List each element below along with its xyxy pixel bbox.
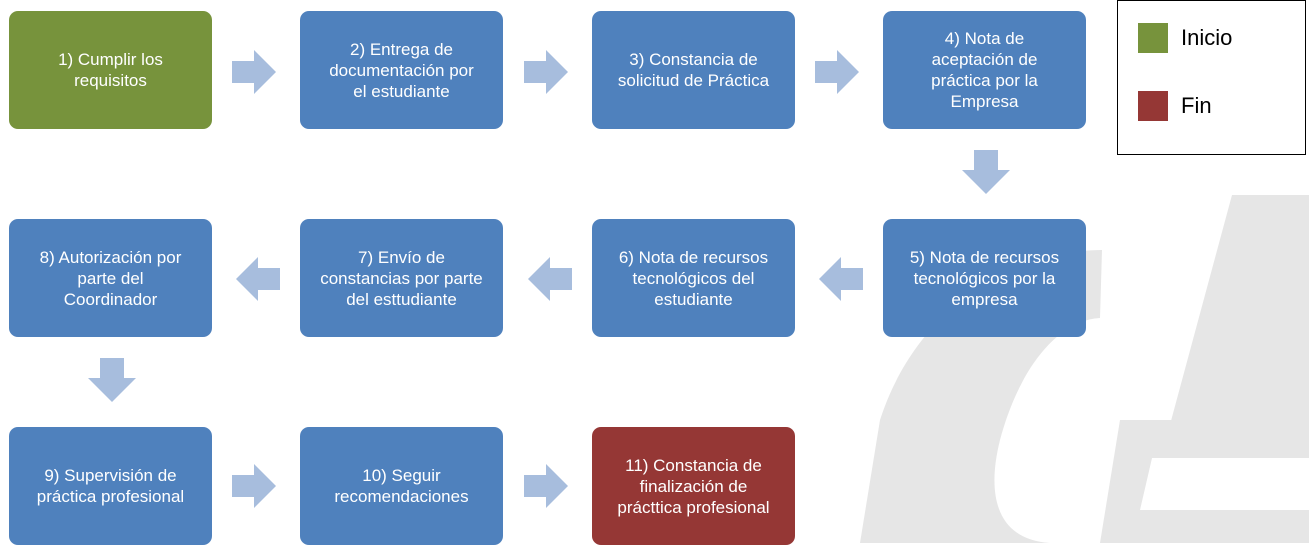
arrow-right-icon [232,464,276,508]
step-8-box: 8) Autorización por parte del Coordinado… [9,219,212,337]
arrow-right-icon [524,464,568,508]
legend-swatch-fin [1138,91,1168,121]
step-10-box: 10) Seguir recomendaciones [300,427,503,545]
step-7-box: 7) Envío de constancias por parte del es… [300,219,503,337]
legend: Inicio Fin [1117,0,1306,155]
step-4-box: 4) Nota de aceptación de práctica por la… [883,11,1086,129]
arrow-left-icon [236,257,280,301]
arrow-right-icon [232,50,276,94]
step-9-box: 9) Supervisión de práctica profesional [9,427,212,545]
step-2-box: 2) Entrega de documentación por el estud… [300,11,503,129]
step-8-label: 8) Autorización por parte del Coordinado… [39,247,182,309]
step-4-label: 4) Nota de aceptación de práctica por la… [931,29,1038,111]
step-5-box: 5) Nota de recursos tecnológicos por la … [883,219,1086,337]
legend-swatch-inicio [1138,23,1168,53]
arrow-left-icon [819,257,863,301]
arrow-right-icon [815,50,859,94]
arrow-down-icon [88,358,136,402]
step-1-box: 1) Cumplir los requisitos [9,11,212,129]
step-10-label: 10) Seguir recomendaciones [334,466,469,506]
step-6-box: 6) Nota de recursos tecnológicos del est… [592,219,795,337]
legend-label-inicio: Inicio [1181,25,1233,50]
step-3-label: 3) Constancia de solicitud de Práctica [617,50,770,90]
step-11-box: 11) Constancia de finalización de práctt… [592,427,795,545]
step-5-label: 5) Nota de recursos tecnológicos por la … [909,247,1060,309]
step-3-box: 3) Constancia de solicitud de Práctica [592,11,795,129]
arrow-left-icon [528,257,572,301]
legend-label-fin: Fin [1181,93,1212,118]
step-11-label: 11) Constancia de finalización de práctt… [617,455,770,517]
step-7-label: 7) Envío de constancias por parte del es… [320,247,483,309]
arrow-right-icon [524,50,568,94]
step-2-label: 2) Entrega de documentación por el estud… [329,39,474,101]
step-6-label: 6) Nota de recursos tecnológicos del est… [618,247,769,309]
step-9-label: 9) Supervisión de práctica profesional [36,466,185,506]
legend-item-inicio: Inicio [1138,23,1232,53]
step-1-label: 1) Cumplir los requisitos [58,50,163,90]
legend-item-fin: Fin [1138,91,1212,121]
arrow-down-icon [962,150,1010,194]
